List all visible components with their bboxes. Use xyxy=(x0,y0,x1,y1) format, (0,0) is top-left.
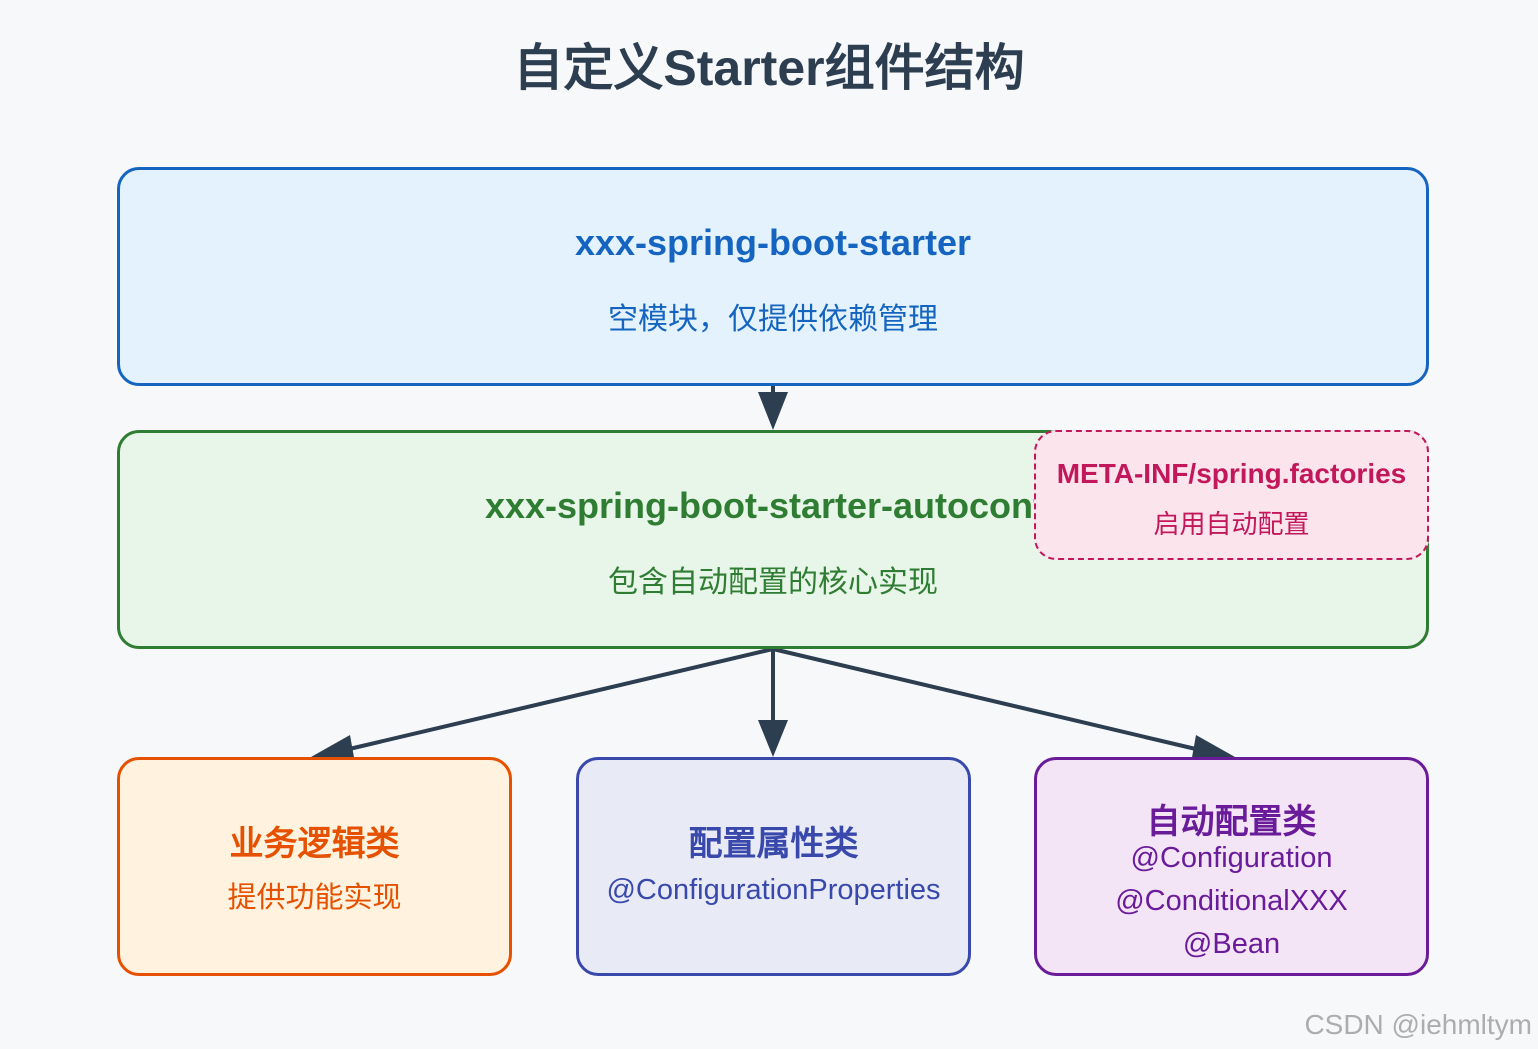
autoconfig-class-name: 自动配置类 xyxy=(1146,803,1317,841)
arrow-autoconf-to-autoconfig-class xyxy=(772,647,1201,752)
spring-factories-box: META-INF/spring.factories 启用自动配置 xyxy=(1034,430,1429,560)
annotation-bean: @Bean xyxy=(1182,928,1281,960)
starter-module-name: xxx-spring-boot-starter xyxy=(574,222,972,263)
annotation-conditional: @ConditionalXXX xyxy=(1115,885,1348,917)
csdn-watermark: CSDN @iehmltym xyxy=(1304,1009,1532,1040)
arrowhead-properties xyxy=(758,720,788,757)
spring-factories-name: META-INF/spring.factories xyxy=(1056,458,1407,489)
config-properties-annotation: @ConfigurationProperties xyxy=(606,874,941,906)
autoconfig-class-box: 自动配置类 @Configuration @ConditionalXXX @Be… xyxy=(1034,757,1429,976)
annotation-configuration: @Configuration xyxy=(1130,842,1333,874)
business-logic-name: 业务逻辑类 xyxy=(229,825,400,863)
config-properties-box: 配置属性类 @ConfigurationProperties xyxy=(576,757,971,976)
diagram-title: 自定义Starter组件结构 xyxy=(513,40,1025,96)
arrowhead-autoconfig-class xyxy=(1191,735,1235,763)
business-logic-desc: 提供功能实现 xyxy=(227,882,402,914)
business-logic-box: 业务逻辑类 提供功能实现 xyxy=(117,757,512,976)
arrow-autoconf-to-business xyxy=(344,647,774,752)
autoconfigure-module-name: xxx-spring-boot-starter-autoconf xyxy=(484,485,1046,526)
spring-factories-desc: 启用自动配置 xyxy=(1153,509,1310,539)
arrowhead-business xyxy=(311,735,355,763)
arrowhead-starter xyxy=(758,392,788,430)
starter-module-desc: 空模块，仅提供依赖管理 xyxy=(608,303,938,336)
autoconfigure-module-desc: 包含自动配置的核心实现 xyxy=(608,566,938,599)
config-properties-name: 配置属性类 xyxy=(688,825,859,863)
starter-module-box: xxx-spring-boot-starter 空模块，仅提供依赖管理 xyxy=(117,167,1429,386)
